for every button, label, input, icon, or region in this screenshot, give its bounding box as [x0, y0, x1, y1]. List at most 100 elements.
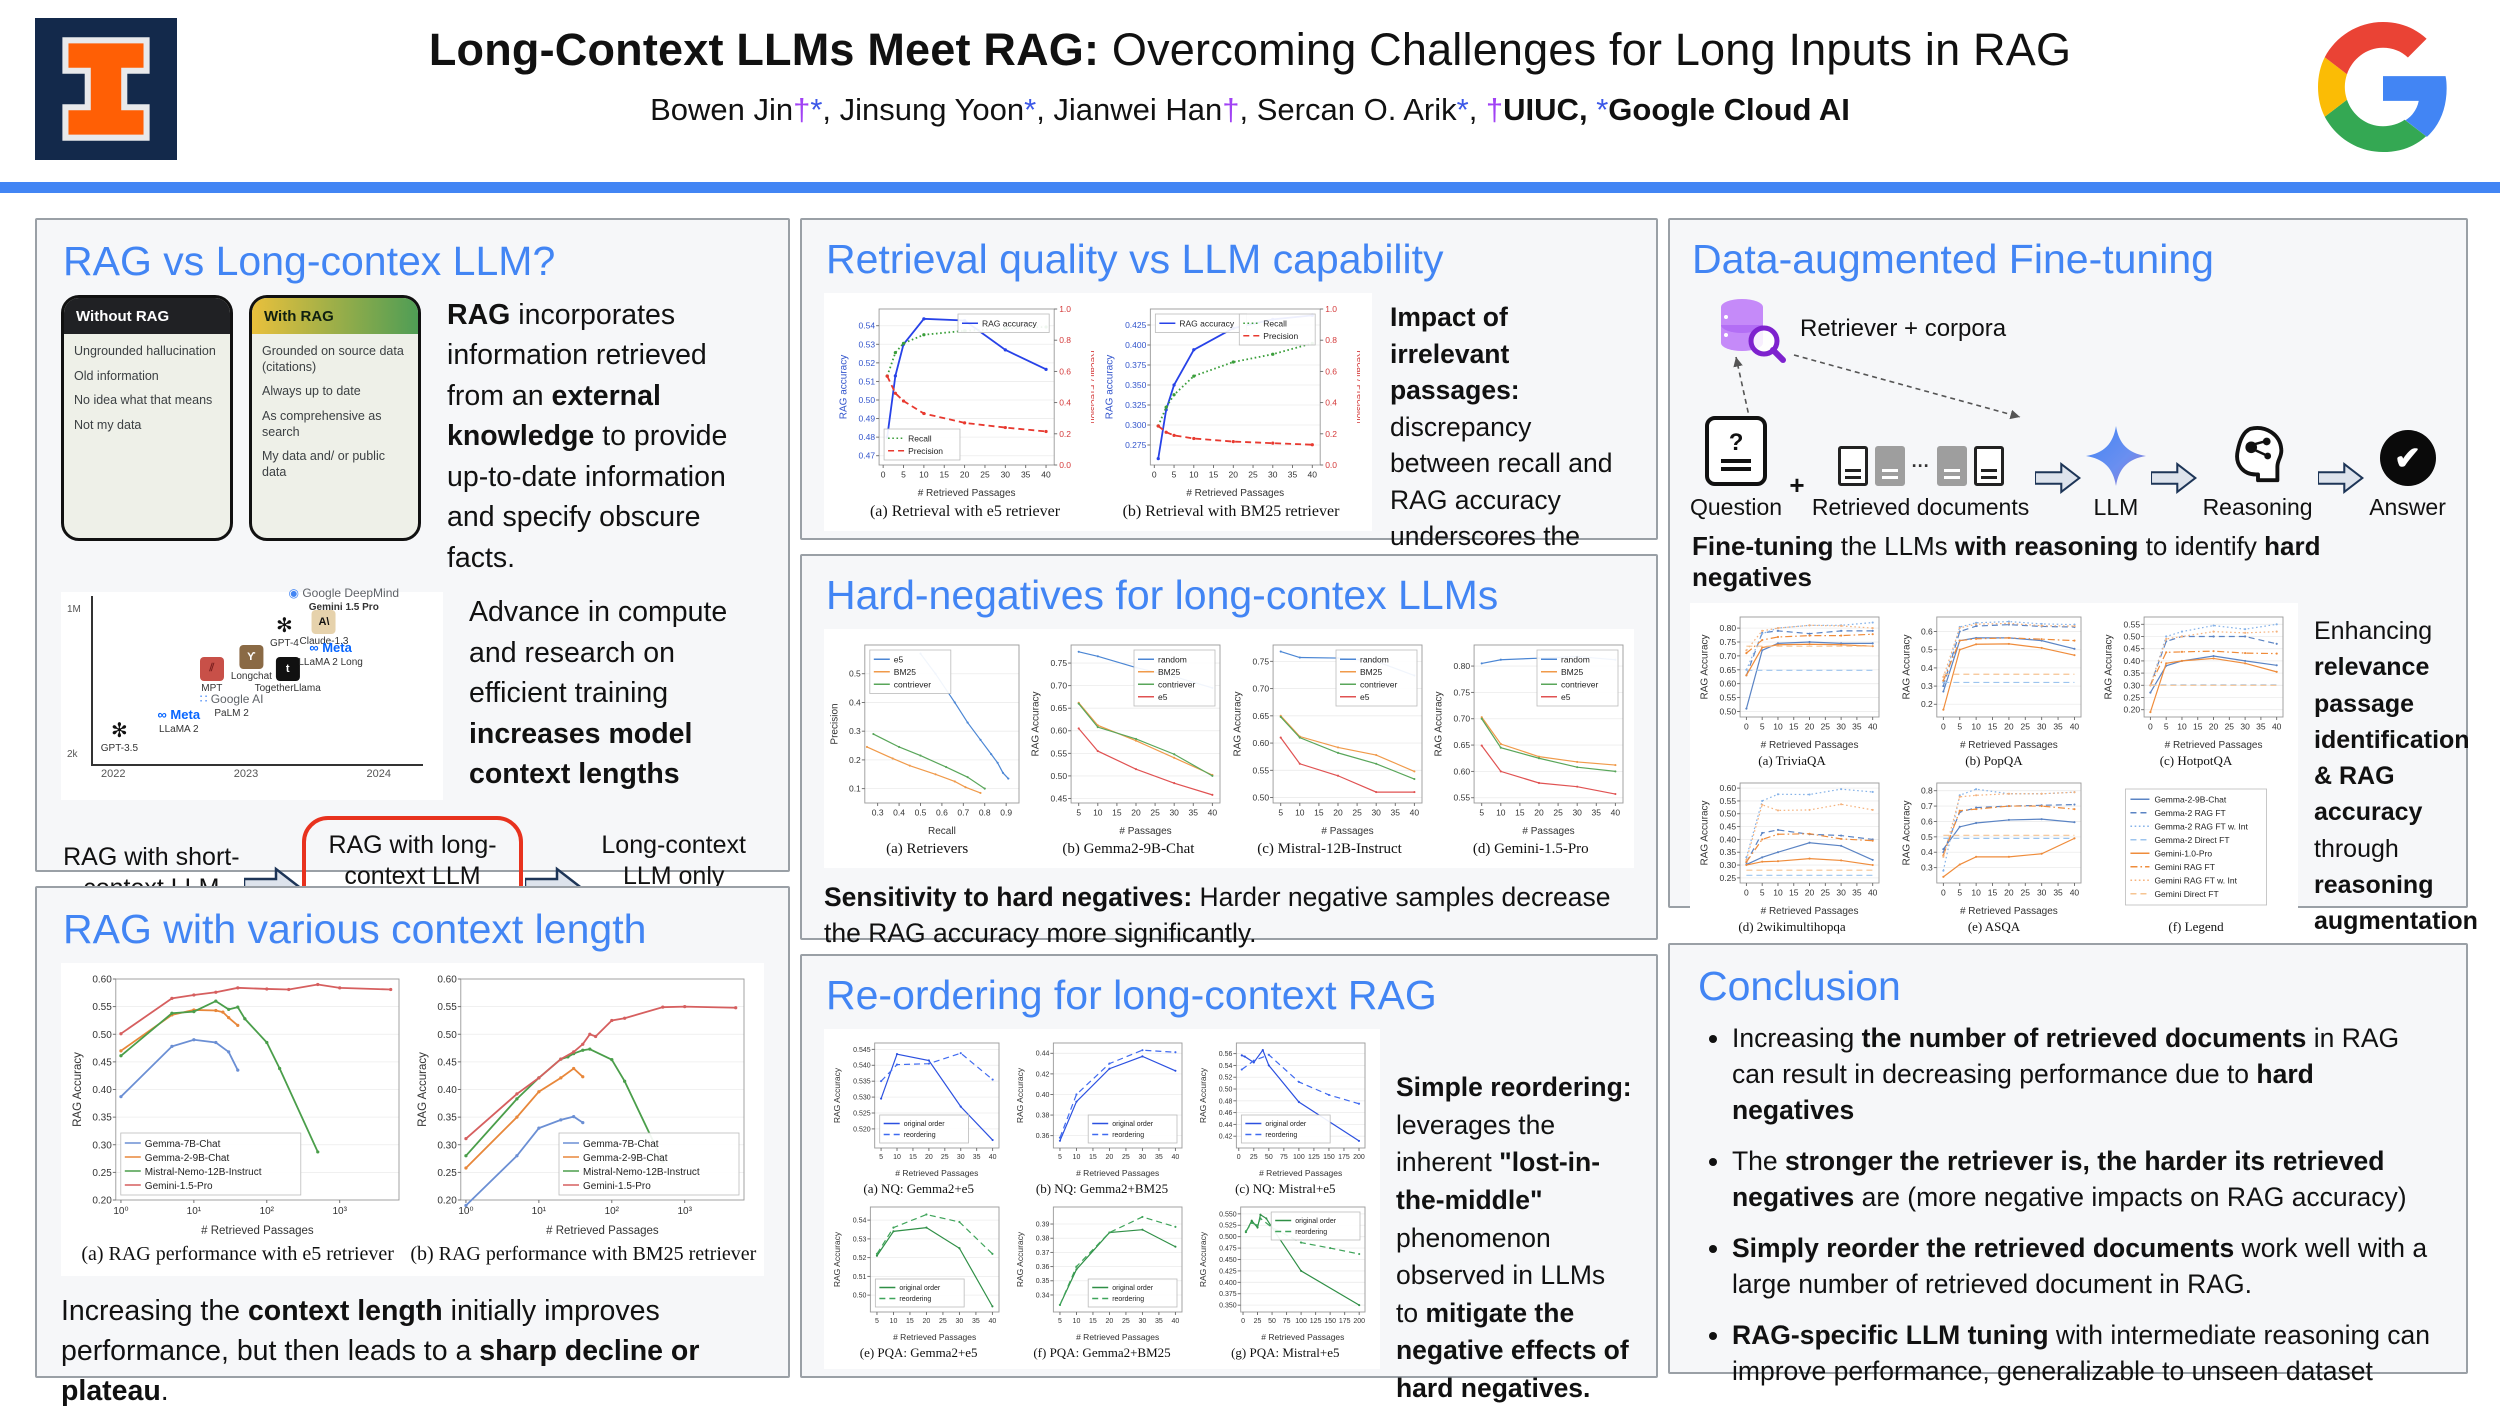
- svg-text:35: 35: [1189, 808, 1199, 818]
- svg-text:0.30: 0.30: [2124, 680, 2141, 690]
- svg-text:0.50: 0.50: [852, 1293, 866, 1300]
- svg-text:10: 10: [1073, 1154, 1081, 1161]
- svg-text:10: 10: [1773, 722, 1783, 732]
- svg-text:0.52: 0.52: [1219, 1075, 1233, 1082]
- svg-text:5: 5: [1058, 1318, 1062, 1325]
- document-icon: [1837, 446, 1868, 486]
- svg-text:25: 25: [941, 1154, 949, 1161]
- context-length-note: Increasing the context length initially …: [61, 1295, 700, 1406]
- svg-text:30: 30: [1268, 470, 1278, 480]
- svg-text:0.275: 0.275: [1125, 440, 1147, 450]
- model-logo-icon: ϒ: [239, 645, 264, 669]
- svg-text:0.40: 0.40: [2124, 656, 2141, 666]
- svg-text:0.30: 0.30: [92, 1140, 112, 1151]
- svg-text:# Passages: # Passages: [1120, 826, 1172, 837]
- svg-text:75: 75: [1280, 1154, 1288, 1161]
- svg-text:0.60: 0.60: [1720, 679, 1737, 689]
- svg-text:# Retrieved Passages: # Retrieved Passages: [546, 1225, 659, 1237]
- svg-text:0.50: 0.50: [1219, 1086, 1233, 1093]
- svg-text:RAG Accuracy: RAG Accuracy: [1232, 691, 1243, 756]
- stage-reasoning: Reasoning: [2203, 424, 2313, 521]
- svg-text:5: 5: [1957, 888, 1962, 898]
- svg-text:0.42: 0.42: [1036, 1071, 1050, 1078]
- svg-text:40: 40: [1208, 808, 1218, 818]
- svg-text:0.6: 0.6: [1059, 366, 1071, 376]
- svg-text:0.8: 0.8: [1059, 335, 1071, 345]
- svg-text:35: 35: [1155, 1154, 1163, 1161]
- stage-question: ? Question: [1690, 416, 1782, 521]
- svg-text:0.2: 0.2: [1921, 699, 1933, 709]
- svg-text:0.530: 0.530: [853, 1095, 871, 1102]
- svg-text:175: 175: [1339, 1318, 1351, 1325]
- svg-text:20: 20: [2004, 888, 2014, 898]
- svg-text:5: 5: [875, 1318, 879, 1325]
- svg-text:0.475: 0.475: [1219, 1246, 1237, 1253]
- answer-check-icon: ✔: [2379, 430, 2436, 486]
- svg-text:15: 15: [1089, 1154, 1097, 1161]
- poster-title-rest: Overcoming Challenges for Long Inputs in…: [1099, 24, 2072, 75]
- svg-text:25: 25: [1151, 808, 1161, 818]
- svg-text:0.5: 0.5: [915, 808, 927, 818]
- svg-text:BM25: BM25: [1158, 667, 1180, 677]
- svg-text:Gemma-7B-Chat: Gemma-7B-Chat: [583, 1139, 659, 1150]
- svg-text:15: 15: [2193, 722, 2203, 732]
- svg-text:# Retrieved Passages: # Retrieved Passages: [2165, 740, 2263, 751]
- model-logo-icon: ◉ Google DeepMind: [288, 586, 400, 601]
- svg-text:0.25: 0.25: [2124, 692, 2141, 702]
- reordering-note: Simple reordering: leverages the inheren…: [1396, 1072, 1632, 1403]
- svg-text:0.60: 0.60: [92, 975, 112, 986]
- svg-text:Gemma-2 Direct FT: Gemma-2 Direct FT: [2154, 835, 2229, 845]
- chart-caption: (b) RAG performance with BM25 retriever: [410, 1243, 757, 1265]
- svg-text:# Retrieved Passages: # Retrieved Passages: [895, 1168, 978, 1178]
- svg-text:0.7: 0.7: [1921, 801, 1933, 811]
- svg-text:contriever: contriever: [894, 679, 931, 689]
- svg-text:100: 100: [1293, 1154, 1305, 1161]
- svg-text:0.49: 0.49: [859, 414, 876, 424]
- svg-text:0.30: 0.30: [438, 1140, 458, 1151]
- retriever-label: Retriever + corpora: [1800, 315, 2007, 342]
- svg-text:15: 15: [1988, 888, 1998, 898]
- svg-text:0.40: 0.40: [1720, 834, 1737, 844]
- svg-text:0: 0: [1744, 722, 1749, 732]
- svg-text:0.40: 0.40: [1036, 1092, 1050, 1099]
- svg-text:0.55: 0.55: [1051, 748, 1068, 758]
- svg-text:15: 15: [1988, 722, 1998, 732]
- svg-text:0.3: 0.3: [872, 808, 884, 818]
- svg-text:0.55: 0.55: [2124, 619, 2141, 629]
- svg-text:40: 40: [1308, 470, 1318, 480]
- header-divider: [0, 182, 2500, 193]
- svg-text:5: 5: [2164, 722, 2169, 732]
- svg-text:0.60: 0.60: [1252, 738, 1269, 748]
- svg-text:200: 200: [1353, 1154, 1365, 1161]
- chart-caption: (a) Retrieval with e5 retriever: [869, 503, 1061, 520]
- svg-text:0.545: 0.545: [853, 1047, 871, 1054]
- svg-text:10⁰: 10⁰: [113, 1206, 128, 1217]
- svg-text:15: 15: [909, 1154, 917, 1161]
- svg-text:contriever: contriever: [1158, 679, 1195, 689]
- svg-text:RAG Accuracy: RAG Accuracy: [1700, 634, 1711, 699]
- svg-text:contriever: contriever: [1360, 679, 1397, 689]
- svg-text:10: 10: [1295, 808, 1305, 818]
- svg-text:40: 40: [1171, 1318, 1179, 1325]
- svg-text:30: 30: [1371, 808, 1381, 818]
- svg-text:0.500: 0.500: [1219, 1234, 1237, 1241]
- svg-text:40: 40: [1610, 808, 1620, 818]
- svg-text:0.48: 0.48: [1219, 1098, 1233, 1105]
- svg-text:original order: original order: [899, 1285, 941, 1292]
- svg-text:0.20: 0.20: [438, 1196, 458, 1207]
- svg-text:0.38: 0.38: [1036, 1113, 1050, 1120]
- svg-text:original order: original order: [1112, 1121, 1154, 1128]
- list-item: My data and/ or public data: [262, 449, 385, 479]
- svg-text:40: 40: [2070, 888, 2080, 898]
- svg-text:RAG accuracy: RAG accuracy: [982, 318, 1038, 328]
- svg-text:175: 175: [1338, 1154, 1350, 1161]
- section-conclusion: Conclusion Increasing the number of retr…: [1668, 943, 2468, 1386]
- svg-text:RAG Accuracy: RAG Accuracy: [1015, 1231, 1025, 1287]
- svg-text:0.4: 0.4: [849, 697, 861, 707]
- svg-text:original order: original order: [903, 1121, 945, 1128]
